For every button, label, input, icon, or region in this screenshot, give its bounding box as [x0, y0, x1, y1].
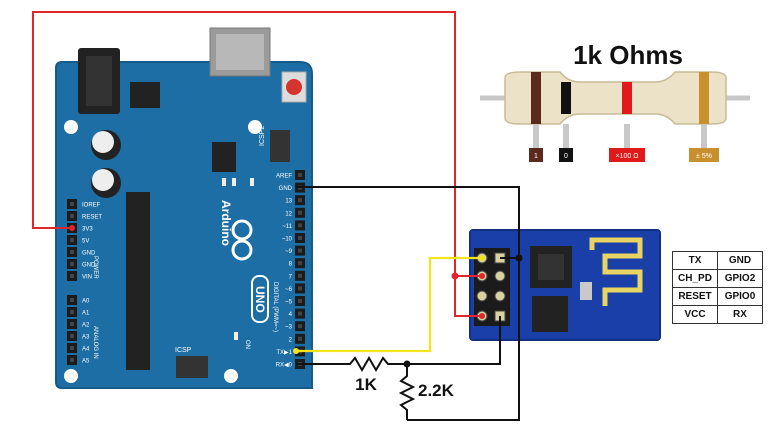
resistor-band: [699, 72, 709, 124]
pin-label: A0: [82, 299, 90, 305]
mounting-hole: [248, 120, 262, 134]
resistor-2k2: [398, 364, 416, 420]
svg-text:UNO: UNO: [253, 286, 267, 313]
pin-label: VIN: [82, 275, 92, 281]
band-label: ×100 Ω: [616, 153, 639, 160]
pin-label: 2: [289, 337, 293, 343]
usb-chip: [212, 142, 236, 172]
pin-label: A1: [82, 311, 90, 317]
band-label: ± 5%: [696, 153, 712, 160]
icsp2-label: ICSP2: [259, 126, 266, 146]
band-label-chip: [609, 148, 645, 162]
mounting-hole: [224, 369, 238, 383]
pin-label: ~6: [285, 287, 293, 293]
pin-label: A4: [82, 347, 90, 353]
power-label: POWER: [92, 256, 98, 279]
esp8266-module: [469, 229, 661, 341]
band-label: 1: [534, 153, 538, 160]
red-wire-junction: [451, 272, 459, 280]
table-cell: CH_PD: [672, 269, 718, 288]
pin-label: A5: [82, 359, 90, 365]
pin-label: 8: [289, 262, 293, 268]
pin-label: GND: [279, 186, 293, 192]
pin-label: ~10: [282, 237, 293, 243]
mounting-hole: [64, 369, 78, 383]
pin-label: RESET: [82, 215, 102, 221]
black-wire-gnd: [296, 186, 520, 259]
on-label: ON: [244, 340, 250, 349]
pin-label: ~9: [285, 249, 293, 255]
pin-label: GND: [82, 263, 96, 269]
yellow-wire-tx: [296, 256, 482, 353]
pin-label: RX◀0: [276, 363, 293, 369]
pin-label: A2: [82, 323, 90, 329]
table-cell: GND: [717, 251, 763, 270]
arduino-uno-board: ICSP2 ICSP ON Arduino UNO DIGITAL (PWM=~…: [55, 27, 313, 389]
table-cell: RX: [717, 305, 763, 324]
table-cell: VCC: [672, 305, 718, 324]
atmega-chip: [126, 192, 150, 370]
black-wire-junction: [515, 254, 523, 262]
table-cell: RESET: [672, 287, 718, 306]
arduino-infinity-logo: [231, 219, 253, 261]
pin-label: A3: [82, 335, 90, 341]
band-label: 0: [564, 153, 568, 160]
table-cell: GPIO0: [717, 287, 763, 306]
table-row: CH_PD GPIO2: [672, 269, 763, 288]
table-cell: TX: [672, 251, 718, 270]
resistor-band: [531, 72, 541, 124]
resistor-1k-label: 1K: [355, 375, 377, 394]
black-wire-gnd-return: [407, 258, 520, 421]
table-row: VCC RX: [672, 305, 763, 324]
pin-label: 7: [289, 274, 293, 280]
esp-pin-table: TX GND CH_PD GPIO2 RESET GPIO0 VCC RX: [672, 251, 763, 324]
band-label-chip: [529, 148, 543, 162]
arduino-logo-text: Arduino: [219, 200, 233, 246]
divider-junction: [403, 360, 411, 368]
pin-label: 5V: [82, 239, 89, 245]
black-wire-rx: [296, 316, 501, 372]
uno-badge: UNO: [251, 275, 269, 323]
pin-label: GND: [82, 251, 96, 257]
pin-label: 3V3: [82, 227, 93, 233]
table-row: RESET GPIO0: [672, 287, 763, 306]
icsp2-header: [270, 130, 290, 162]
pin-label: 13: [285, 199, 292, 205]
antenna-trace: [589, 237, 643, 306]
resistor-color-code: 1k Ohms 1 0 ×100 Ω ± 5%: [480, 40, 750, 162]
pin-label: AREF: [276, 174, 292, 180]
pin-label: IOREF: [82, 203, 101, 209]
flash-chip: [532, 296, 568, 332]
icsp-header: [176, 356, 208, 378]
resistor-band: [561, 82, 571, 114]
resistor-band: [622, 82, 632, 114]
icsp-label: ICSP: [175, 347, 192, 354]
red-wire-3v3: [32, 11, 482, 317]
voltage-regulator: [130, 82, 160, 108]
pin-label: 4: [289, 312, 293, 318]
crystal: [580, 282, 592, 300]
pin-label: TX▶1: [276, 350, 292, 356]
pin-label: 12: [285, 211, 292, 217]
table-row: TX GND: [672, 251, 763, 270]
mounting-hole: [64, 120, 78, 134]
table-cell: GPIO2: [717, 269, 763, 288]
band-label-chip: [689, 148, 719, 162]
analog-label: ANALOG IN: [92, 326, 98, 359]
band-label-chip: [559, 148, 573, 162]
digital-label: DIGITAL (PWM=~): [272, 282, 278, 332]
pin-label: ~3: [285, 325, 293, 331]
pin-label: ~5: [285, 300, 293, 306]
pin-label: ~11: [282, 224, 292, 230]
resistor-title: 1k Ohms: [573, 40, 683, 70]
resistor-2k2-label: 2.2K: [418, 381, 455, 400]
